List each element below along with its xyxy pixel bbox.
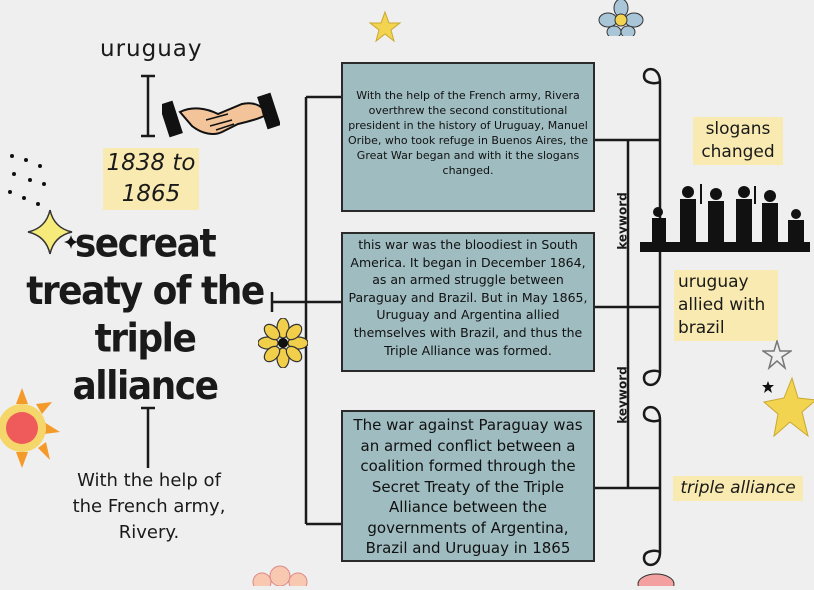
main-title: secreat treaty of the triple alliance [20,221,270,411]
triple-alliance-label: triple alliance [673,476,803,501]
slogans-line-1: slogans [705,119,771,139]
bottom-note-line-2: the French army, [72,496,226,517]
slogans-line-2: changed [701,142,775,162]
info-box-rivera: With the help of the French army, Rivera… [341,62,595,212]
uruguay-allied-label: uruguay allied with brazil [674,270,778,341]
top-flower-icon [598,0,644,40]
top-star-icon [368,10,402,48]
country-label: uruguay [100,36,203,62]
title-line-2: treaty of the [26,269,265,314]
yellow-star-icon [760,376,814,444]
small-sparkle-icon [64,234,78,253]
bottom-note-line-3: Rivery. [118,522,180,543]
title-line-1: secreat [74,222,217,267]
title-line-4: alliance [72,364,220,409]
keyword-label-1: keyword [615,192,630,250]
title-line-3: triple [94,317,197,362]
allied-line-2: allied with [678,295,766,315]
flower-icon [257,317,309,372]
soldiers-silhouette [640,182,810,256]
date-start: 1838 to [106,150,196,176]
date-end: 1865 [121,181,181,207]
bottom-note-line-1: With the help of [77,470,221,491]
slogans-changed-label: slogans changed [693,117,783,165]
keyword-label-2: keyword [615,366,630,424]
info-box-bloodiest-war: this war was the bloodiest in South Amer… [341,232,595,372]
bottom-right-flower-icon [636,570,676,590]
sparkle-star-icon [26,208,74,260]
handshake-icon [159,90,281,144]
info-box-war-against-paraguay: The war against Paraguay was an armed co… [341,410,595,562]
outline-star-icon [760,338,794,374]
allied-line-3: brazil [678,318,725,338]
small-star-icon [762,378,774,397]
bottom-flower-icon [252,564,308,590]
sun-icon [0,388,60,472]
dots-decoration [4,150,54,214]
allied-line-1: uruguay [678,272,749,292]
date-range-label: 1838 to 1865 [103,148,199,210]
bottom-note: With the help of the French army, Rivery… [60,468,238,546]
